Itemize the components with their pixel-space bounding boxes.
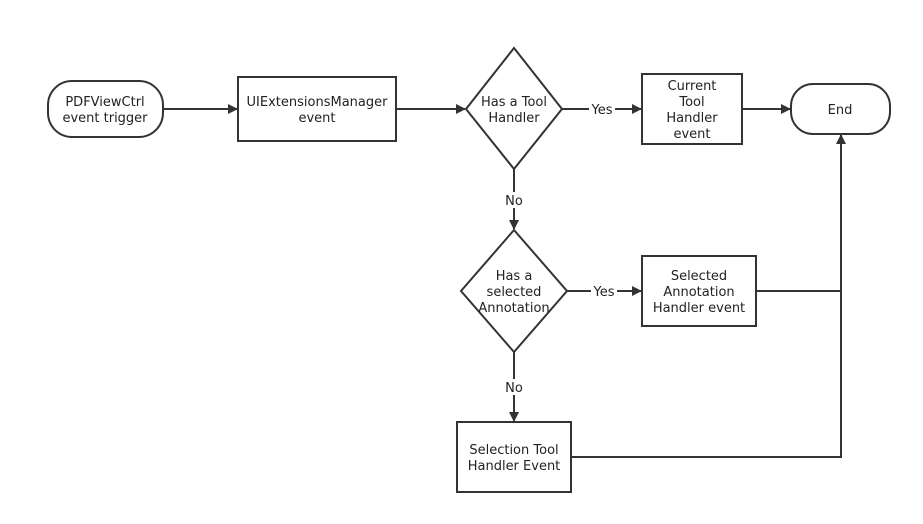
end-node <box>790 83 891 135</box>
selection-tool-label-line: Selection Tool <box>469 443 558 458</box>
end-label-line: End <box>828 103 853 118</box>
has-selected-annot-label-line: Has a <box>496 269 533 284</box>
current-tool-label-line: event <box>673 127 710 142</box>
current-tool-label-line: Handler <box>666 111 718 126</box>
start-label-line: event trigger <box>62 111 148 126</box>
current-tool-label-line: Tool <box>678 95 704 110</box>
start-label-line: PDFViewCtrl <box>65 95 144 110</box>
ui-manager-label-line: UIExtensionsManager <box>247 95 389 110</box>
ui-manager-label-line: event <box>298 111 335 126</box>
decision-has-tool-handler <box>464 46 564 171</box>
selection-tool-label-line: Handler Event <box>468 459 561 474</box>
selection-tool-handler-node <box>456 421 572 493</box>
annot-handler-label-line: Selected <box>671 269 727 284</box>
edge-selection-tool-to-end <box>571 134 846 458</box>
decision-has-selected-annotation <box>459 228 569 354</box>
edge-label-no-annotation: No <box>505 381 523 396</box>
has-tool-handler-label-line: Has a Tool <box>481 95 547 110</box>
edge-label-no-tool: No <box>505 194 523 209</box>
annot-handler-label-line: Handler event <box>653 301 745 316</box>
ui-extensions-manager-node <box>237 76 397 142</box>
end-label: End <box>828 103 853 118</box>
current-tool-label-line: Current <box>668 79 717 94</box>
edge-label-yes-annotation: Yes <box>593 285 615 300</box>
current-tool-handler-node <box>641 73 743 145</box>
has-tool-handler-label-line: Handler <box>488 111 540 126</box>
has-selected-annot-label-line: selected <box>487 285 542 300</box>
has-selected-annot-label-line: Annotation <box>478 301 549 316</box>
annotation-handler-node <box>641 255 757 327</box>
start-node <box>47 80 164 138</box>
annot-handler-label-line: Annotation <box>663 285 734 300</box>
edge-label-yes-tool: Yes <box>591 103 613 118</box>
